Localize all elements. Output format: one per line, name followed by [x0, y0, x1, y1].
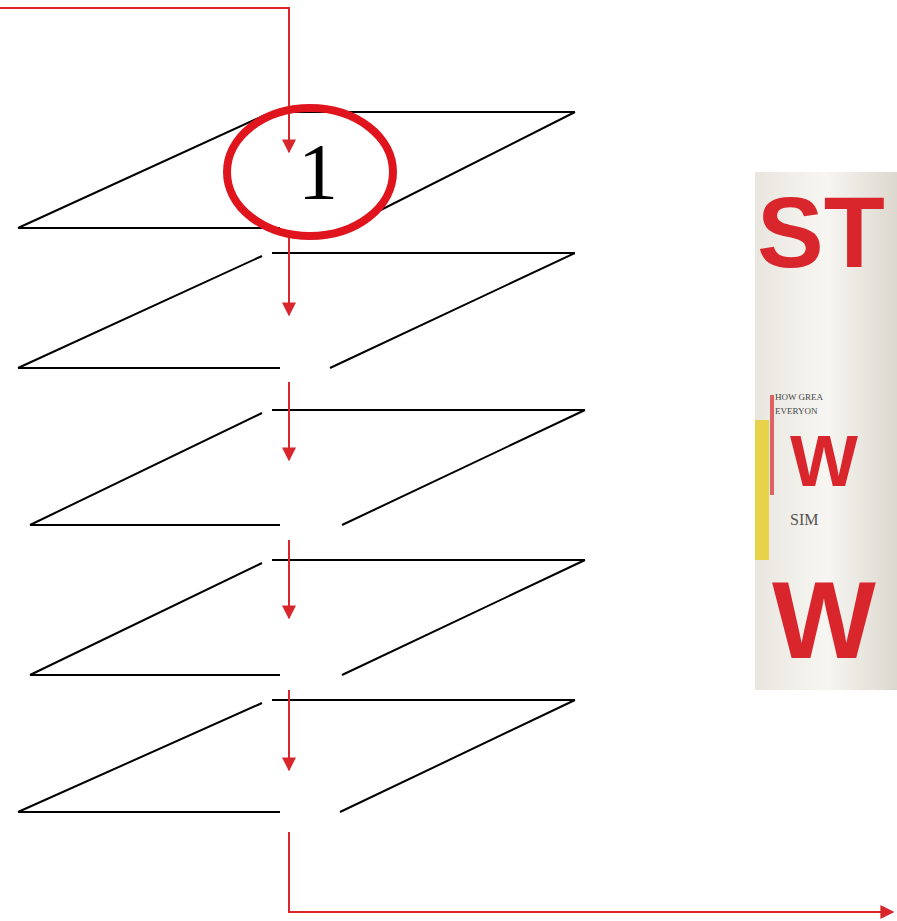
circled-callout: 1 — [223, 104, 397, 240]
book-title-letters: ST — [757, 182, 885, 282]
book-title-letters: W — [790, 425, 858, 497]
flow-arrows — [0, 8, 893, 912]
book-subtitle: EVERYON — [775, 407, 818, 416]
book-author: SIM — [790, 512, 818, 528]
book-photo — [755, 172, 897, 690]
book-subtitle: HOW GREA — [775, 393, 823, 402]
callout-number: 1 — [298, 132, 338, 212]
plane-outlines — [18, 112, 585, 812]
ellipse-outline — [227, 108, 393, 236]
book-title-letters: W — [772, 565, 876, 675]
